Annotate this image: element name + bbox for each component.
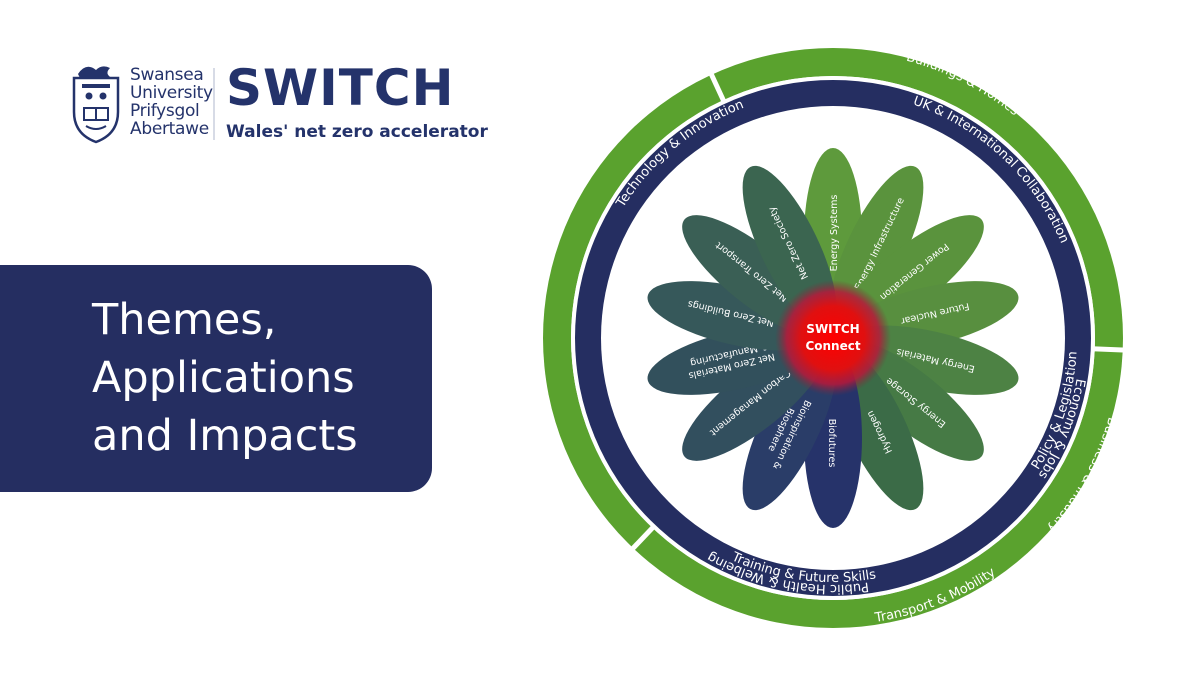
title-line: Applications <box>92 353 355 403</box>
center-label: SWITCH <box>806 322 859 336</box>
brand-tagline: Wales' net zero accelerator <box>226 122 488 142</box>
university-line: University <box>130 83 213 103</box>
title-line: and Impacts <box>92 411 358 461</box>
center-label: Connect <box>805 339 860 353</box>
university-line: Prifysgol <box>130 101 200 121</box>
university-line: Swansea <box>130 65 204 85</box>
university-name: Swansea University Prifysgol Abertawe <box>130 66 213 138</box>
university-line: Abertawe <box>130 119 209 139</box>
title-line: Themes, <box>92 295 277 345</box>
themes-wheel-diagram: Business & Industry Buildings & Homes Tr… <box>543 39 1146 628</box>
page-title: Themes, Applications and Impacts <box>92 291 422 465</box>
petal-label: Biofutures <box>826 419 837 468</box>
logo-divider <box>213 68 215 140</box>
university-crest-icon <box>72 66 120 144</box>
petal-label: Energy Systems <box>829 195 840 272</box>
brand-name: SWITCH <box>226 59 455 117</box>
switch-logo: Swansea University Prifysgol Abertawe SW… <box>66 59 488 152</box>
heading-panel: Themes, Applications and Impacts <box>0 265 432 492</box>
center-glow <box>775 280 891 396</box>
